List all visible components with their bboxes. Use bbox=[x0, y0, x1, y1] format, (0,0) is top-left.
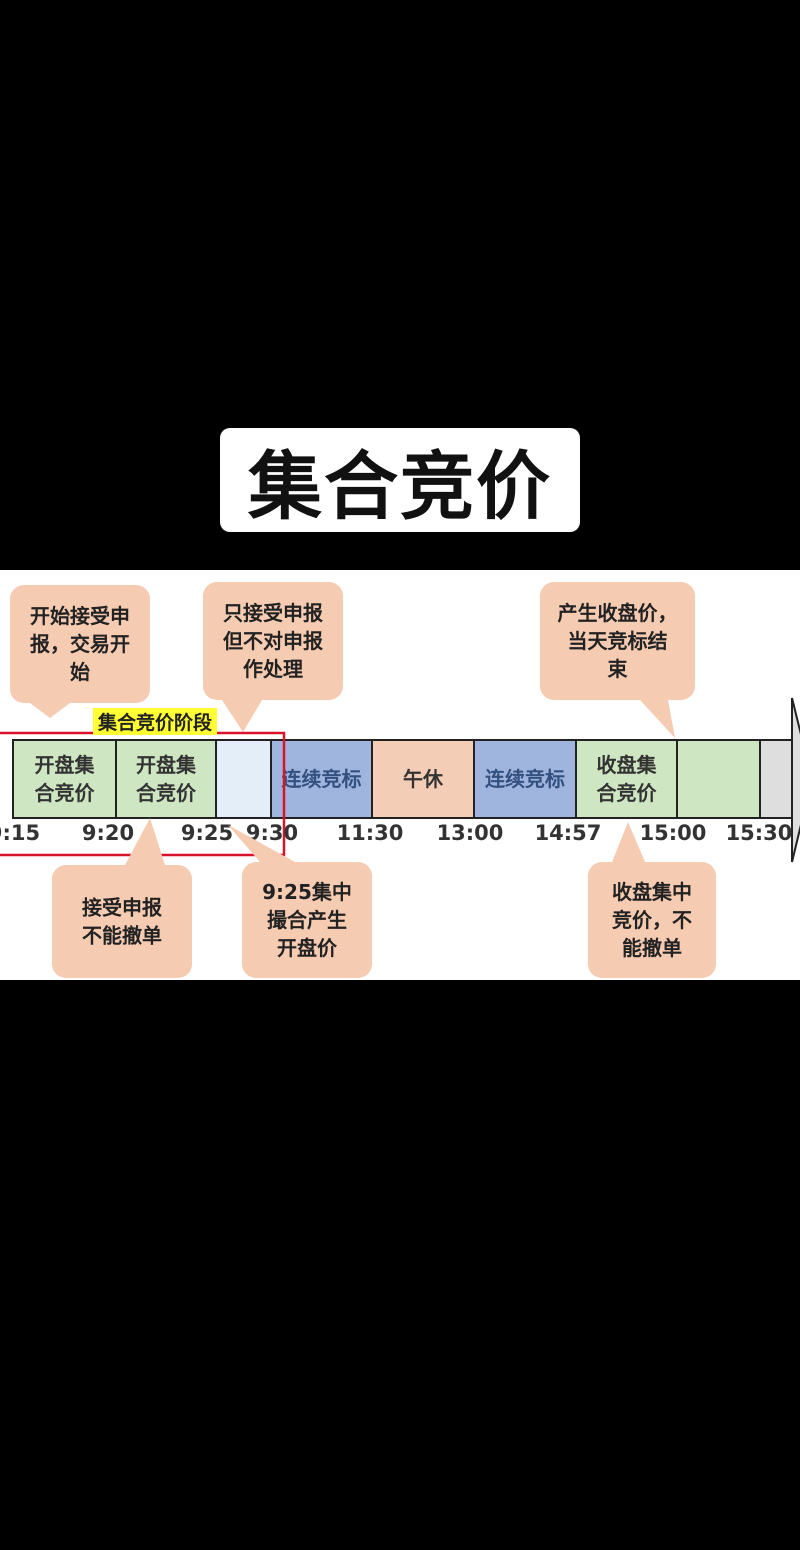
segment-label: 午休 bbox=[403, 767, 444, 791]
callout-text: 收盘集中 bbox=[612, 880, 692, 904]
time-label: 15:00 bbox=[640, 821, 707, 845]
segment-block bbox=[575, 739, 678, 819]
segment-label: 连续竞标 bbox=[485, 767, 565, 791]
segment-block bbox=[115, 739, 217, 819]
time-label: 9:20 bbox=[82, 821, 134, 845]
title-banner: 集合竞价 bbox=[220, 428, 580, 532]
segment-label: 开盘集 bbox=[136, 753, 197, 777]
time-label: 13:00 bbox=[437, 821, 504, 845]
timeline-segment bbox=[759, 739, 793, 819]
callout-text: 开盘价 bbox=[277, 936, 338, 960]
segment-block bbox=[215, 739, 272, 819]
timeline-segments: 开盘集合竞价开盘集合竞价连续竞标午休连续竞标收盘集合竞价 bbox=[12, 739, 793, 819]
segment-label: 合竞价 bbox=[597, 781, 658, 805]
time-label: 14:57 bbox=[535, 821, 602, 845]
callout-text: 能撤单 bbox=[622, 936, 682, 960]
stage-label: 集合竞价阶段 bbox=[97, 711, 213, 734]
timeline-segment: 连续竞标 bbox=[270, 739, 373, 819]
callout-text: 不能撤单 bbox=[82, 924, 162, 948]
callout-text: 撮合产生 bbox=[267, 908, 347, 932]
callout-text: 产生收盘价， bbox=[558, 601, 678, 625]
timeline-segment bbox=[215, 739, 272, 819]
timeline-segment: 连续竞标 bbox=[473, 739, 577, 819]
callout-text: 始 bbox=[70, 660, 90, 684]
timeline-segment: 午休 bbox=[371, 739, 475, 819]
callout-text: 竞价，不 bbox=[612, 908, 692, 932]
timeline-segment bbox=[676, 739, 761, 819]
segment-label: 开盘集 bbox=[35, 753, 96, 777]
segment-block bbox=[676, 739, 761, 819]
segment-block bbox=[473, 739, 577, 819]
callout-text: 当天竞标结 bbox=[568, 629, 668, 653]
time-label: 15:30 bbox=[726, 821, 793, 845]
title: 集合竞价 bbox=[248, 443, 552, 530]
callout-text: 作处理 bbox=[243, 657, 303, 681]
time-labels: 9:159:209:259:3011:3013:0014:5715:0015:3… bbox=[0, 821, 792, 845]
callout-text: 束 bbox=[608, 657, 629, 681]
callout-text: 只接受申报 bbox=[223, 601, 323, 625]
segment-block bbox=[12, 739, 117, 819]
time-label: 9:25 bbox=[181, 821, 233, 845]
callout-text: 但不对申报 bbox=[223, 629, 323, 653]
callout-text: 开始接受申 bbox=[30, 604, 130, 628]
segment-block bbox=[759, 739, 793, 819]
time-label: 11:30 bbox=[337, 821, 404, 845]
callout-text: 报，交易开 bbox=[30, 632, 130, 656]
segment-label: 收盘集 bbox=[597, 753, 658, 777]
segment-label: 合竞价 bbox=[35, 781, 96, 805]
time-label: 9:15 bbox=[0, 821, 40, 845]
callout-text: 接受申报 bbox=[82, 896, 162, 920]
stage-label-highlight bbox=[93, 708, 217, 735]
segment-label: 连续竞标 bbox=[282, 767, 362, 791]
callout-text: 9:25集中 bbox=[262, 880, 352, 904]
segment-label: 合竞价 bbox=[136, 781, 197, 805]
callouts: 开始接受申报，交易开始只接受申报但不对申报作处理产生收盘价，当天竞标结束接受申报… bbox=[10, 582, 716, 978]
segment-block bbox=[371, 739, 475, 819]
